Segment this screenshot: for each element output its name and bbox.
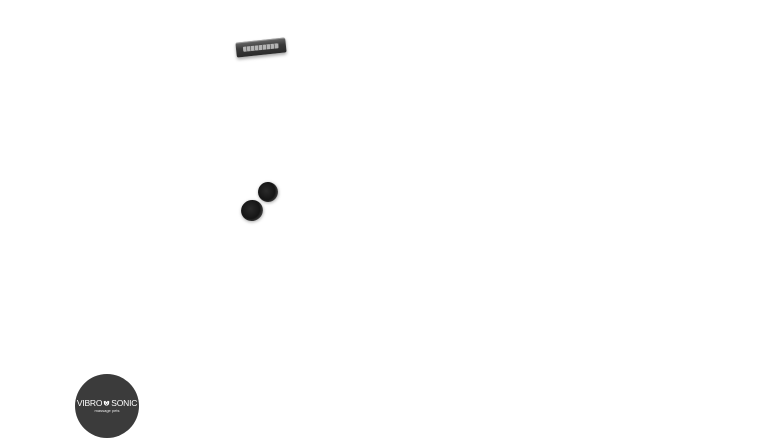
logo-wordmark: VIBRO SONIC: [76, 397, 138, 408]
nameplate-engraving: [242, 43, 280, 52]
logo-word-left: VIBRO: [76, 397, 103, 408]
rubber-foot-lower: [238, 196, 266, 225]
metal-nameplate: [235, 37, 287, 58]
vibrosonic-logo-badge: VIBRO SONIC massage pets: [75, 374, 139, 438]
logo-word-right: SONIC: [111, 397, 138, 408]
logo-tagline: massage pets: [94, 408, 120, 414]
dog-head-icon: [103, 400, 110, 406]
